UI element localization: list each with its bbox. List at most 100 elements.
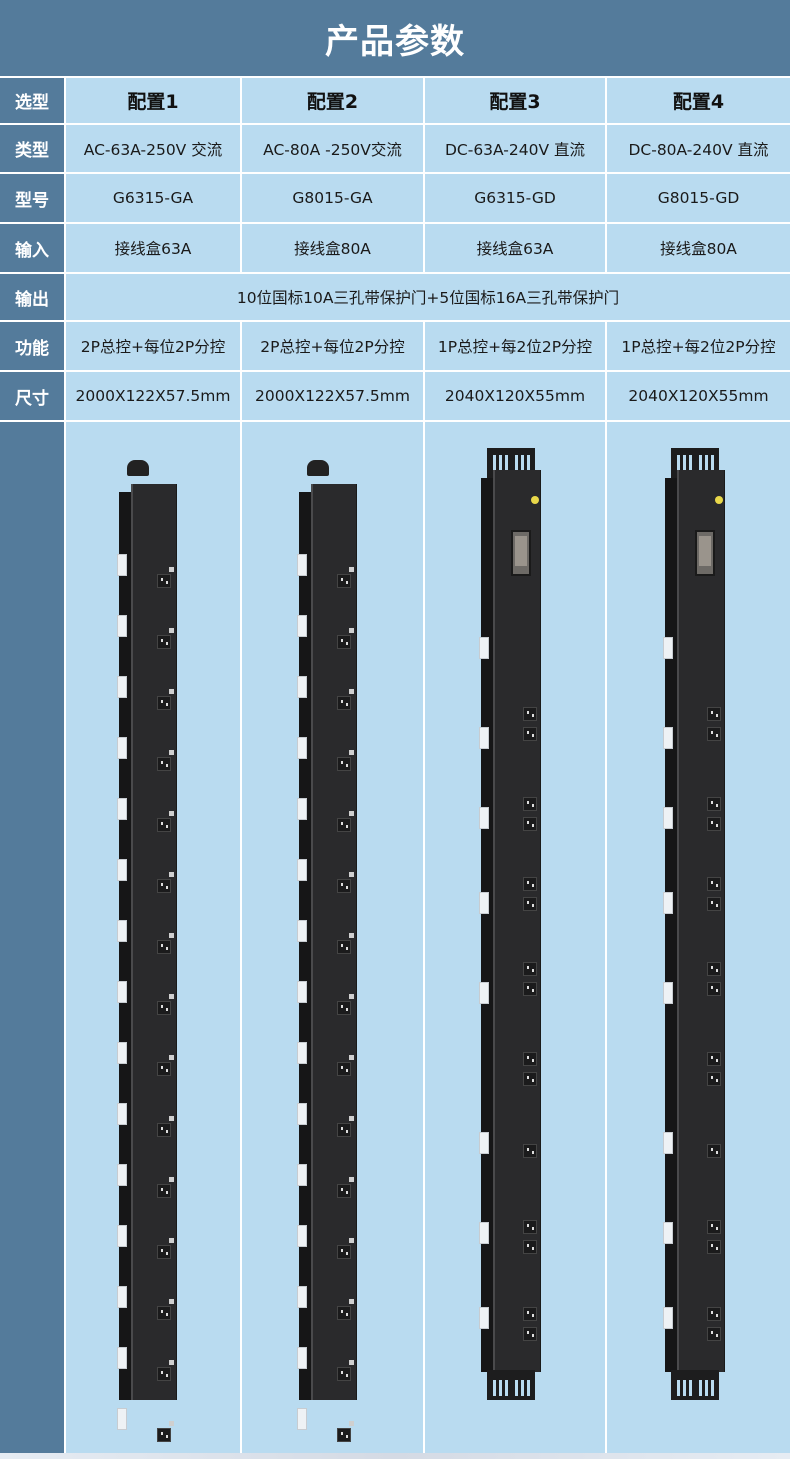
ammeter-display-icon — [695, 530, 715, 576]
socket-number-label — [349, 628, 354, 633]
input-cell-2: 接线盒80A — [242, 224, 423, 272]
socket-icon — [523, 982, 537, 996]
socket-icon — [157, 1001, 171, 1015]
row-label-input: 输入 — [0, 224, 64, 272]
function-cell-2: 2P总控+每位2P分控 — [242, 322, 423, 370]
socket-icon — [157, 1306, 171, 1320]
socket-icon — [337, 940, 351, 954]
socket-icon — [337, 1123, 351, 1137]
model-cell-1: G6315-GA — [66, 174, 240, 222]
breaker-switch-icon — [117, 859, 127, 881]
socket-icon — [337, 635, 351, 649]
breaker-switch-icon — [117, 1347, 127, 1369]
socket-number-label — [169, 1299, 174, 1304]
socket-icon — [157, 757, 171, 771]
socket-icon — [707, 962, 721, 976]
socket-icon — [707, 707, 721, 721]
type-cell-2: AC-80A -250V交流 — [242, 125, 423, 172]
socket-icon — [337, 757, 351, 771]
socket-icon — [157, 818, 171, 832]
breaker-switch-icon — [297, 1225, 307, 1247]
pdu-drawing — [66, 422, 240, 1453]
breaker-switch-icon — [479, 727, 489, 749]
socket-icon — [707, 1052, 721, 1066]
function-cell-3: 1P总控+每2位2P分控 — [425, 322, 605, 370]
socket-icon — [337, 574, 351, 588]
socket-icon — [707, 877, 721, 891]
socket-icon — [157, 879, 171, 893]
breaker-switch-icon — [663, 1307, 673, 1329]
socket-icon — [707, 982, 721, 996]
breaker-switch-icon — [117, 554, 127, 576]
socket-icon — [707, 897, 721, 911]
breaker-switch-icon — [663, 727, 673, 749]
function-cell-4: 1P总控+每2位2P分控 — [607, 322, 790, 370]
pdu-front-panel — [493, 470, 541, 1372]
model-cell-4: G8015-GD — [607, 174, 790, 222]
mounting-bracket-bottom — [671, 1370, 719, 1400]
type-cell-4: DC-80A-240V 直流 — [607, 125, 790, 172]
socket-icon — [523, 962, 537, 976]
socket-number-label — [169, 1421, 174, 1426]
socket-number-label — [349, 1421, 354, 1426]
breaker-switch-icon — [117, 1042, 127, 1064]
socket-icon — [337, 696, 351, 710]
breaker-switch-icon — [479, 1132, 489, 1154]
breaker-switch-icon — [117, 1408, 127, 1430]
socket-icon — [523, 1052, 537, 1066]
spec-table: 选型 配置1 配置2 配置3 配置4 类型 AC-63A-250V 交流 AC-… — [0, 78, 790, 1453]
breaker-switch-icon — [297, 1164, 307, 1186]
socket-icon — [707, 727, 721, 741]
socket-icon — [157, 1123, 171, 1137]
socket-icon — [337, 1367, 351, 1381]
socket-icon — [157, 1367, 171, 1381]
input-cell-3: 接线盒63A — [425, 224, 605, 272]
model-cell-3: G6315-GD — [425, 174, 605, 222]
breaker-switch-icon — [297, 554, 307, 576]
socket-icon — [707, 1240, 721, 1254]
breaker-switch-icon — [663, 637, 673, 659]
breaker-switch-icon — [663, 892, 673, 914]
row-label-model: 型号 — [0, 174, 64, 222]
breaker-switch-icon — [663, 1132, 673, 1154]
row-label-type: 类型 — [0, 125, 64, 172]
input-cell-4: 接线盒80A — [607, 224, 790, 272]
socket-icon — [337, 818, 351, 832]
type-cell-1: AC-63A-250V 交流 — [66, 125, 240, 172]
socket-number-label — [169, 1116, 174, 1121]
breaker-switch-icon — [117, 1286, 127, 1308]
indicator-led-icon — [531, 496, 539, 504]
socket-number-label — [169, 872, 174, 877]
socket-number-label — [169, 1177, 174, 1182]
breaker-switch-icon — [297, 1347, 307, 1369]
socket-number-label — [349, 1238, 354, 1243]
socket-icon — [523, 727, 537, 741]
breaker-switch-icon — [297, 676, 307, 698]
socket-icon — [523, 817, 537, 831]
breaker-switch-icon — [297, 737, 307, 759]
socket-number-label — [349, 872, 354, 877]
pdu-front-panel — [677, 470, 725, 1372]
breaker-switch-icon — [117, 1225, 127, 1247]
socket-number-label — [169, 994, 174, 999]
indicator-led-icon — [715, 496, 723, 504]
socket-icon — [523, 707, 537, 721]
pdu-drawing — [607, 422, 790, 1453]
socket-icon — [157, 1428, 171, 1442]
socket-number-label — [349, 1360, 354, 1365]
socket-icon — [337, 1306, 351, 1320]
socket-number-label — [349, 689, 354, 694]
config-header-1: 配置1 — [66, 78, 240, 123]
cable-gland-icon — [307, 460, 329, 476]
breaker-switch-icon — [117, 920, 127, 942]
socket-icon — [523, 877, 537, 891]
socket-icon — [157, 574, 171, 588]
socket-icon — [157, 696, 171, 710]
breaker-switch-icon — [663, 982, 673, 1004]
size-cell-3: 2040X120X55mm — [425, 372, 605, 420]
socket-number-label — [349, 750, 354, 755]
socket-icon — [707, 1307, 721, 1321]
config-header-4: 配置4 — [607, 78, 790, 123]
socket-icon — [707, 1144, 721, 1158]
breaker-switch-icon — [479, 892, 489, 914]
